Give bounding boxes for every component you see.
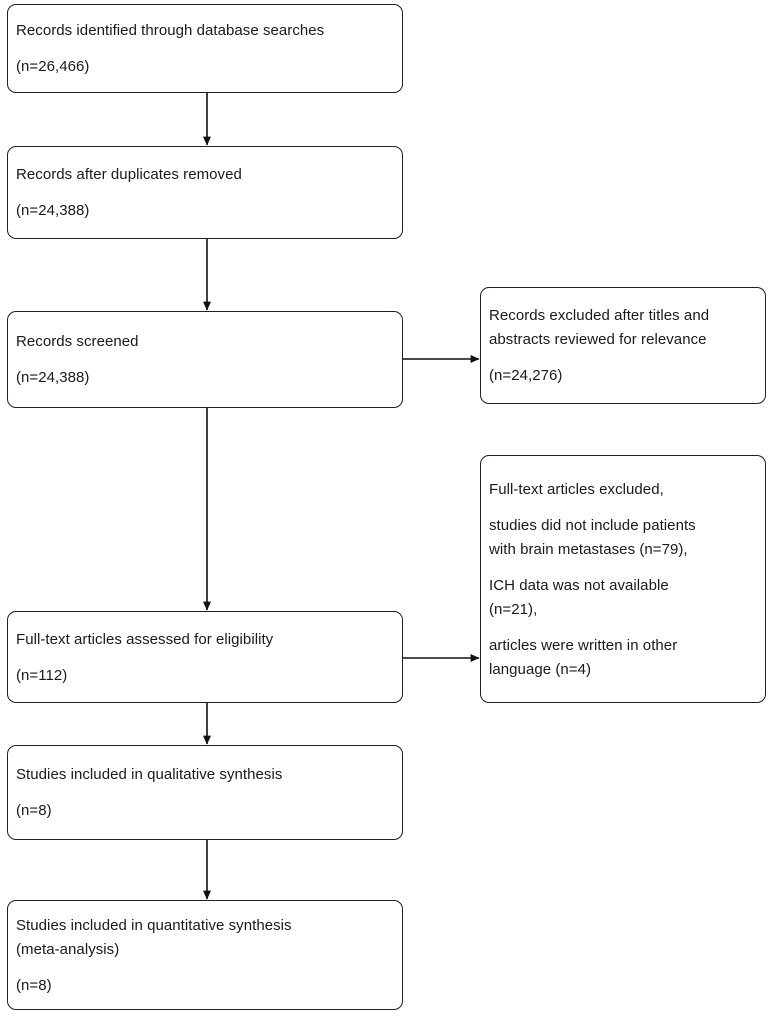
node-quantitative-synthesis: Studies included in quantitative synthes… (7, 900, 403, 1010)
node-records-screened: Records screened (n=24,388) (7, 311, 403, 408)
node-identification-label: Records identified through database sear… (16, 22, 325, 39)
node-duplicates-removed-count: (n=24,388) (16, 202, 90, 219)
node-fulltext-excluded-reason-2-line-1: ICH data was not available (489, 576, 669, 594)
node-records-screened-label: Records screened (16, 333, 139, 350)
node-fulltext-excluded-reason-1-line-2: with brain metastases (n=79), (489, 540, 688, 558)
spacer (489, 557, 759, 578)
node-fulltext-excluded: Full-text articles excluded, studies did… (480, 455, 766, 703)
node-identification-body: Records identified through database sear… (16, 5, 396, 92)
node-duplicates-removed: Records after duplicates removed (n=24,3… (7, 146, 403, 239)
node-fulltext-excluded-reason-2-line-2: (n=21), (489, 600, 538, 618)
node-quantitative-synthesis-label-line-2: (meta-analysis) (16, 940, 120, 958)
node-quantitative-synthesis-count: (n=8) (16, 976, 52, 994)
node-identification: Records identified through database sear… (7, 4, 403, 93)
node-duplicates-removed-body: Records after duplicates removed (n=24,3… (16, 147, 396, 238)
node-records-excluded-label-line-1: Records excluded after titles and (489, 307, 710, 324)
node-qualitative-synthesis-count: (n=8) (16, 802, 52, 819)
spacer (16, 38, 396, 59)
node-quantitative-synthesis-body: Studies included in quantitative synthes… (16, 901, 396, 1009)
node-duplicates-removed-label: Records after duplicates removed (16, 166, 242, 183)
spacer (489, 497, 759, 518)
node-records-excluded-count: (n=24,276) (489, 367, 563, 384)
node-qualitative-synthesis: Studies included in qualitative synthesi… (7, 745, 403, 840)
node-fulltext-assessed: Full-text articles assessed for eligibil… (7, 611, 403, 703)
spacer (489, 617, 759, 638)
node-fulltext-assessed-count: (n=112) (16, 666, 68, 684)
node-fulltext-assessed-body: Full-text articles assessed for eligibil… (16, 612, 396, 702)
node-records-excluded-body: Records excluded after titles and abstra… (489, 288, 759, 403)
node-records-excluded: Records excluded after titles and abstra… (480, 287, 766, 404)
node-fulltext-excluded-reason-3-line-2: language (n=4) (489, 660, 592, 678)
spacer (16, 957, 396, 978)
spacer (489, 347, 759, 368)
node-qualitative-synthesis-label: Studies included in qualitative synthesi… (16, 766, 283, 783)
node-fulltext-excluded-reason-3-line-1: articles were written in other (489, 636, 678, 654)
node-qualitative-synthesis-body: Studies included in qualitative synthesi… (16, 746, 396, 839)
spacer (16, 349, 396, 370)
node-records-excluded-label-line-2: abstracts reviewed for relevance (489, 331, 707, 348)
spacer (16, 782, 396, 803)
node-records-screened-body: Records screened (n=24,388) (16, 312, 396, 407)
spacer (16, 182, 396, 203)
spacer (16, 647, 396, 668)
node-quantitative-synthesis-label-line-1: Studies included in quantitative synthes… (16, 916, 292, 934)
node-fulltext-assessed-label: Full-text articles assessed for eligibil… (16, 630, 274, 648)
node-fulltext-excluded-reason-1-line-1: studies did not include patients (489, 516, 696, 534)
node-records-screened-count: (n=24,388) (16, 369, 90, 386)
node-identification-count: (n=26,466) (16, 58, 90, 75)
node-fulltext-excluded-header: Full-text articles excluded, (489, 480, 664, 498)
node-fulltext-excluded-body: Full-text articles excluded, studies did… (489, 456, 759, 702)
